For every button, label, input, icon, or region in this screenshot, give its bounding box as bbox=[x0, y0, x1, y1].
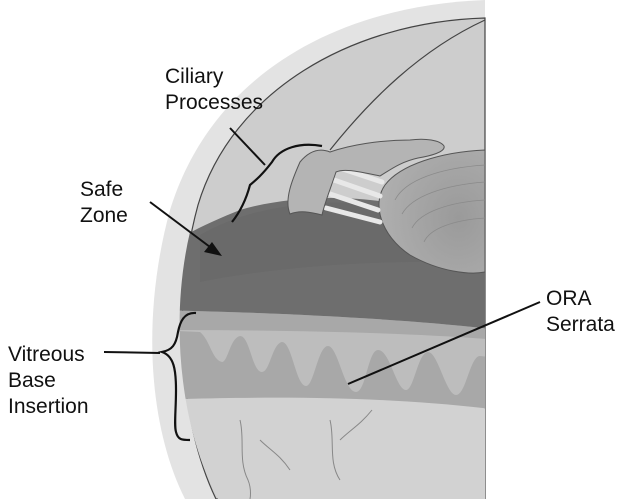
label-line: Zone bbox=[80, 203, 128, 229]
label-line: Ciliary bbox=[165, 64, 263, 90]
label-line: ORA bbox=[546, 286, 615, 312]
label-line: Safe bbox=[80, 177, 128, 203]
label-line: Insertion bbox=[8, 394, 89, 420]
label-ciliary-processes: Ciliary Processes bbox=[165, 64, 263, 116]
label-ora-serrata: ORA Serrata bbox=[546, 286, 615, 338]
label-line: Vitreous bbox=[8, 342, 89, 368]
label-line: Processes bbox=[165, 90, 263, 116]
label-line: Serrata bbox=[546, 312, 615, 338]
label-vitreous-base-insertion: Vitreous Base Insertion bbox=[8, 342, 89, 420]
label-safe-zone: Safe Zone bbox=[80, 177, 128, 229]
vitreous-leader bbox=[104, 352, 160, 353]
label-line: Base bbox=[8, 368, 89, 394]
